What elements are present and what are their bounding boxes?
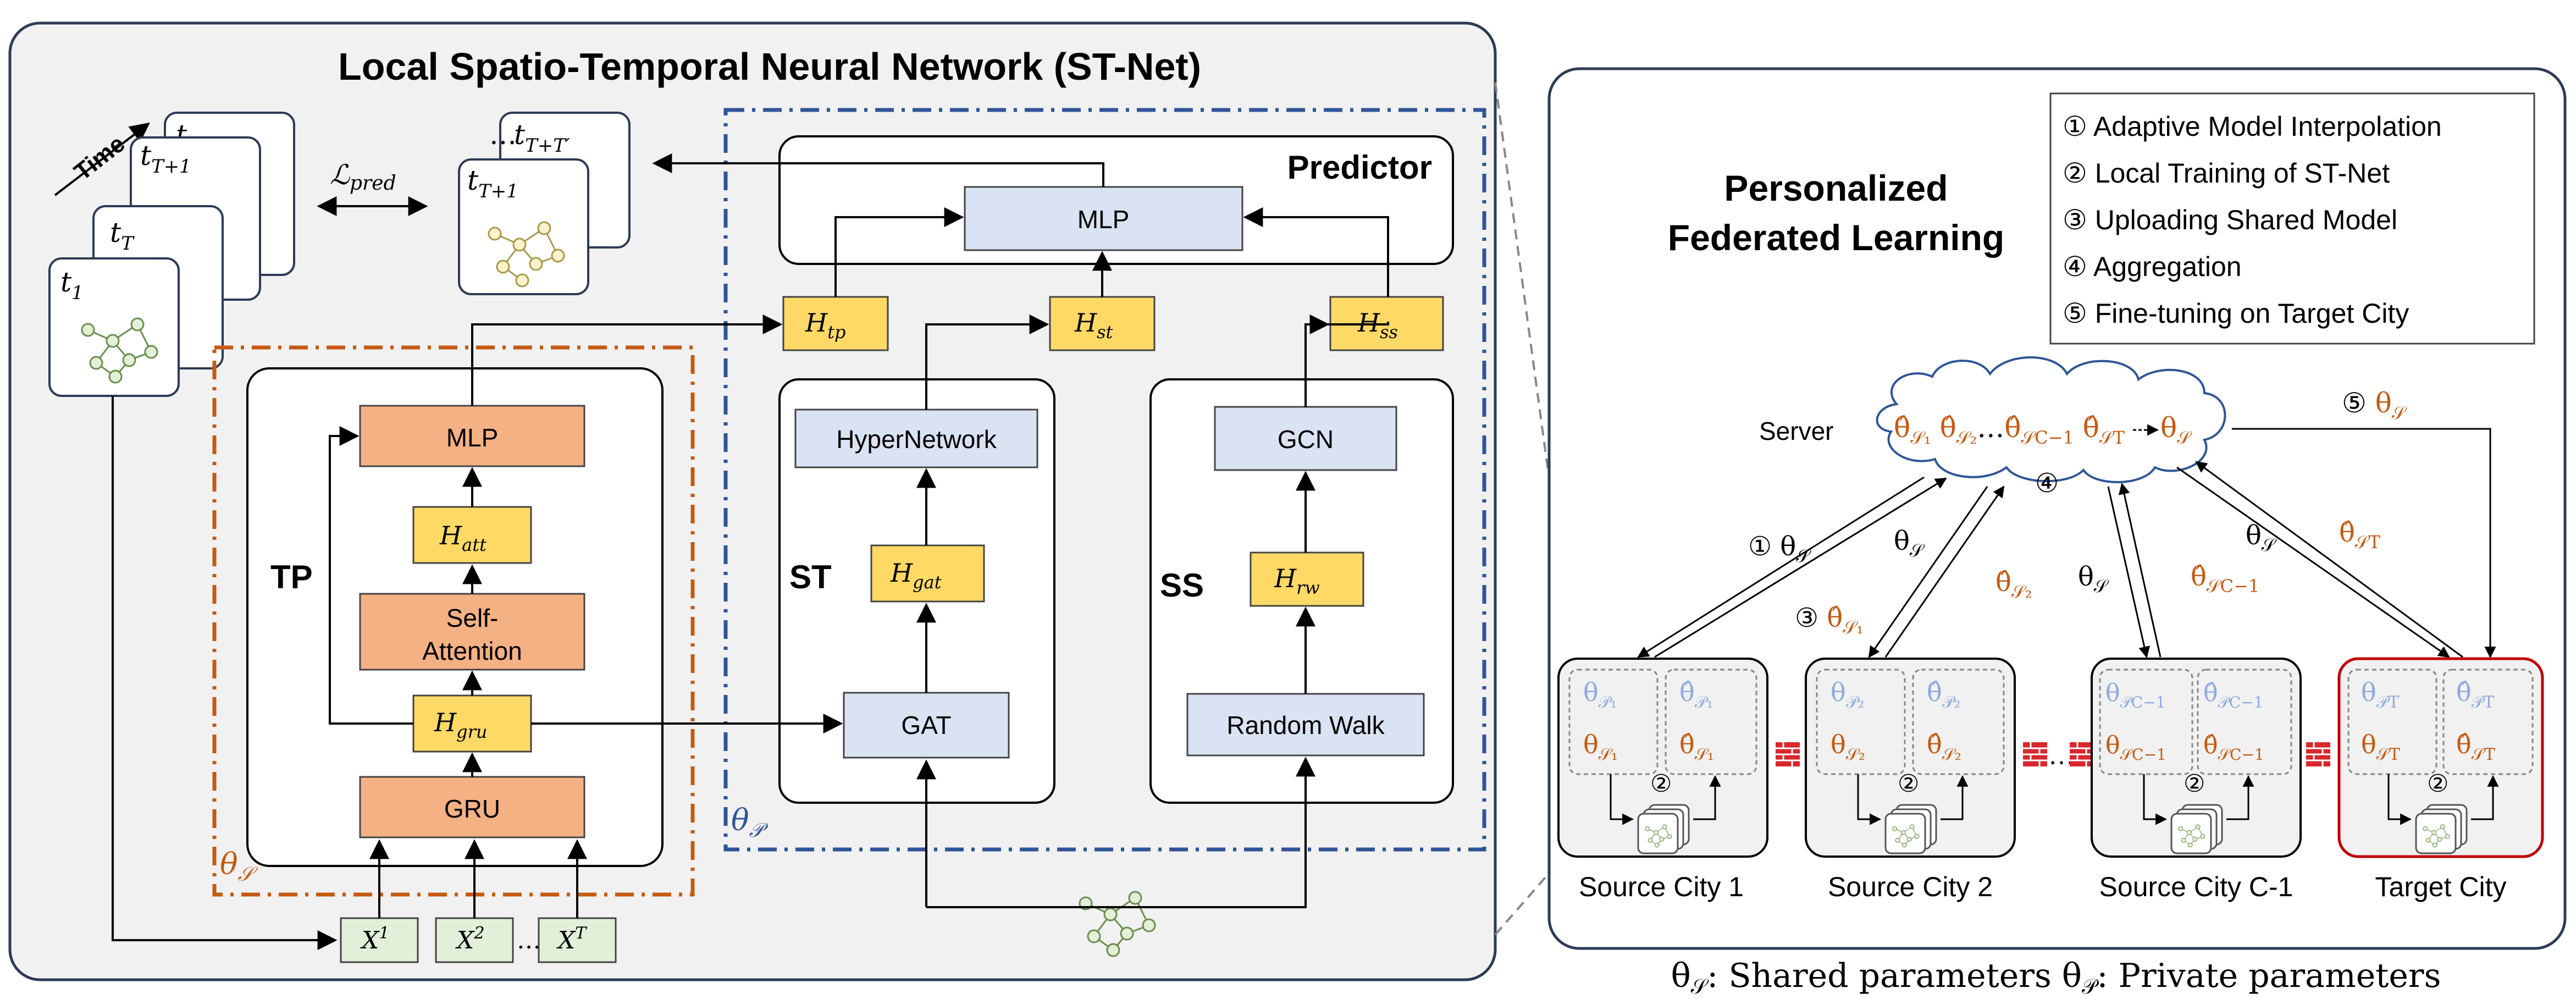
firewall-icon-4 bbox=[2305, 741, 2331, 768]
edge-label-1: ① θ𝒮 bbox=[1748, 531, 1811, 566]
self-attention-label: Self- bbox=[446, 604, 499, 632]
hypernetwork-box bbox=[794, 409, 1038, 468]
h-st-box bbox=[1049, 296, 1156, 351]
h-tp-label: Htp bbox=[805, 308, 845, 343]
firewall-icon-2 bbox=[2022, 741, 2048, 768]
h-att-label: Hatt bbox=[439, 521, 487, 555]
server-label: Server bbox=[1759, 417, 1833, 445]
tp-label: TP bbox=[270, 559, 313, 595]
legend-step-5: ⑤ Fine-tuning on Target City bbox=[2063, 298, 2409, 329]
private-params-region bbox=[723, 108, 1486, 852]
stnet-title: Local Spatio-Temporal Neural Network (ST… bbox=[338, 45, 1201, 88]
aggregation-marker: ④ bbox=[2035, 469, 2059, 498]
time-arrow bbox=[54, 122, 150, 196]
svg-text:②: ② bbox=[1650, 770, 1672, 797]
zoom-line-top bbox=[1494, 82, 1573, 649]
city-label-c-1: Source City C-1 bbox=[2099, 871, 2293, 902]
out-ellipsis: … bbox=[489, 119, 517, 151]
gru-box bbox=[359, 776, 585, 838]
svg-text:θ̂𝒫C−1: θ̂𝒫C−1 bbox=[2203, 679, 2263, 711]
city-card-2: θ𝒫₂ θ̂𝒫₂ θ𝒮₂ θ̂𝒮₂ ② bbox=[1805, 658, 2016, 858]
city-card-target: θ𝒫T θ̂𝒫T θ𝒮T θ̂𝒮T ② bbox=[2337, 657, 2544, 858]
h-att-box bbox=[412, 506, 532, 564]
input-x1-box bbox=[340, 917, 419, 963]
stnet-arrows bbox=[112, 153, 1389, 950]
svg-text:θ𝒮₂: θ𝒮₂ bbox=[1831, 730, 1865, 764]
legend-step-1: ① Adaptive Model Interpolation bbox=[2063, 111, 2442, 142]
svg-text:②: ② bbox=[2183, 770, 2205, 797]
pfl-title-line2: Federated Learning bbox=[1668, 217, 2004, 258]
input-x2-box bbox=[435, 917, 514, 963]
self-attention-label-2: Attention bbox=[422, 637, 522, 665]
edge-label-c1-down: θ𝒮 bbox=[2078, 561, 2109, 597]
city-card-1: θ𝒫₁ θ̂𝒫₁ θ𝒮₁ θ̂𝒮₁ ② bbox=[1557, 658, 1768, 858]
h-tp-box bbox=[782, 296, 889, 351]
predictor-title: Predictor bbox=[1287, 149, 1432, 186]
shared-params-region bbox=[212, 345, 695, 897]
edge-label-t-down: θ𝒮 bbox=[2246, 520, 2277, 555]
server-cloud-icon bbox=[1876, 356, 2226, 483]
ss-label: SS bbox=[1160, 567, 1204, 604]
hypernetwork-label: HyperNetwork bbox=[836, 425, 997, 454]
city-card-c-1: θ𝒫C−1 θ̂𝒫C−1 θ𝒮C−1 θ̂𝒮C−1 ② bbox=[2091, 658, 2302, 858]
legend-step-4: ④ Aggregation bbox=[2063, 251, 2242, 282]
svg-text:θ̂𝒮T: θ̂𝒮T bbox=[2456, 730, 2495, 764]
st-label: ST bbox=[789, 559, 832, 595]
city-label-1: Source City 1 bbox=[1579, 871, 1744, 902]
input-frames-stack: tT+T′ … tT+1 tT t1 bbox=[48, 112, 295, 397]
gcn-label: GCN bbox=[1278, 425, 1334, 454]
pfl-title-line1: Personalized bbox=[1724, 168, 1948, 208]
legend-step-3: ③ Uploading Shared Model bbox=[2063, 205, 2397, 235]
gru-label: GRU bbox=[444, 794, 500, 823]
firewall-icon-1 bbox=[1775, 741, 1801, 768]
input-xT-label: XT bbox=[556, 924, 587, 954]
svg-text:②: ② bbox=[2427, 770, 2448, 797]
tp-mlp-label: MLP bbox=[446, 423, 499, 452]
random-walk-label: Random Walk bbox=[1226, 711, 1385, 739]
federation-arrows bbox=[1637, 461, 2463, 659]
city-label-target: Target City bbox=[2375, 871, 2507, 902]
input-ellipsis: … bbox=[517, 926, 541, 954]
params-footer: θ𝒮: Shared parameters θ𝒫: Private parame… bbox=[1671, 957, 2441, 998]
server-params: θ̂𝒮₁ θ̂𝒮₂…θ̂𝒮C−1 θ̂𝒮T bbox=[1894, 412, 2125, 448]
finetune-arrow bbox=[2232, 428, 2496, 659]
output-frames-stack: tT+T′ … tT+1 bbox=[458, 112, 631, 295]
h-rw-box bbox=[1250, 551, 1364, 607]
h-gat-box bbox=[870, 544, 985, 603]
tp-mlp-box bbox=[359, 405, 585, 467]
predictor-mlp-label: MLP bbox=[1077, 205, 1130, 234]
legend-step-2: ② Local Training of ST-Net bbox=[2063, 158, 2390, 189]
firewall-icon-3 bbox=[2069, 741, 2095, 768]
self-attention-box bbox=[359, 593, 585, 671]
edge-label-2-up: θ̂𝒮₂ bbox=[1995, 567, 2032, 602]
svg-text:θ𝒮₁: θ𝒮₁ bbox=[1583, 730, 1618, 764]
input-xT-box bbox=[538, 917, 617, 963]
svg-text:②: ② bbox=[1898, 770, 1919, 797]
city-label-2: Source City 2 bbox=[1828, 871, 1993, 902]
gcn-box bbox=[1214, 406, 1397, 471]
step-legend bbox=[2049, 92, 2535, 345]
gat-box bbox=[843, 692, 1010, 759]
zoom-line-bottom bbox=[1494, 846, 1573, 936]
gat-label: GAT bbox=[901, 711, 951, 739]
